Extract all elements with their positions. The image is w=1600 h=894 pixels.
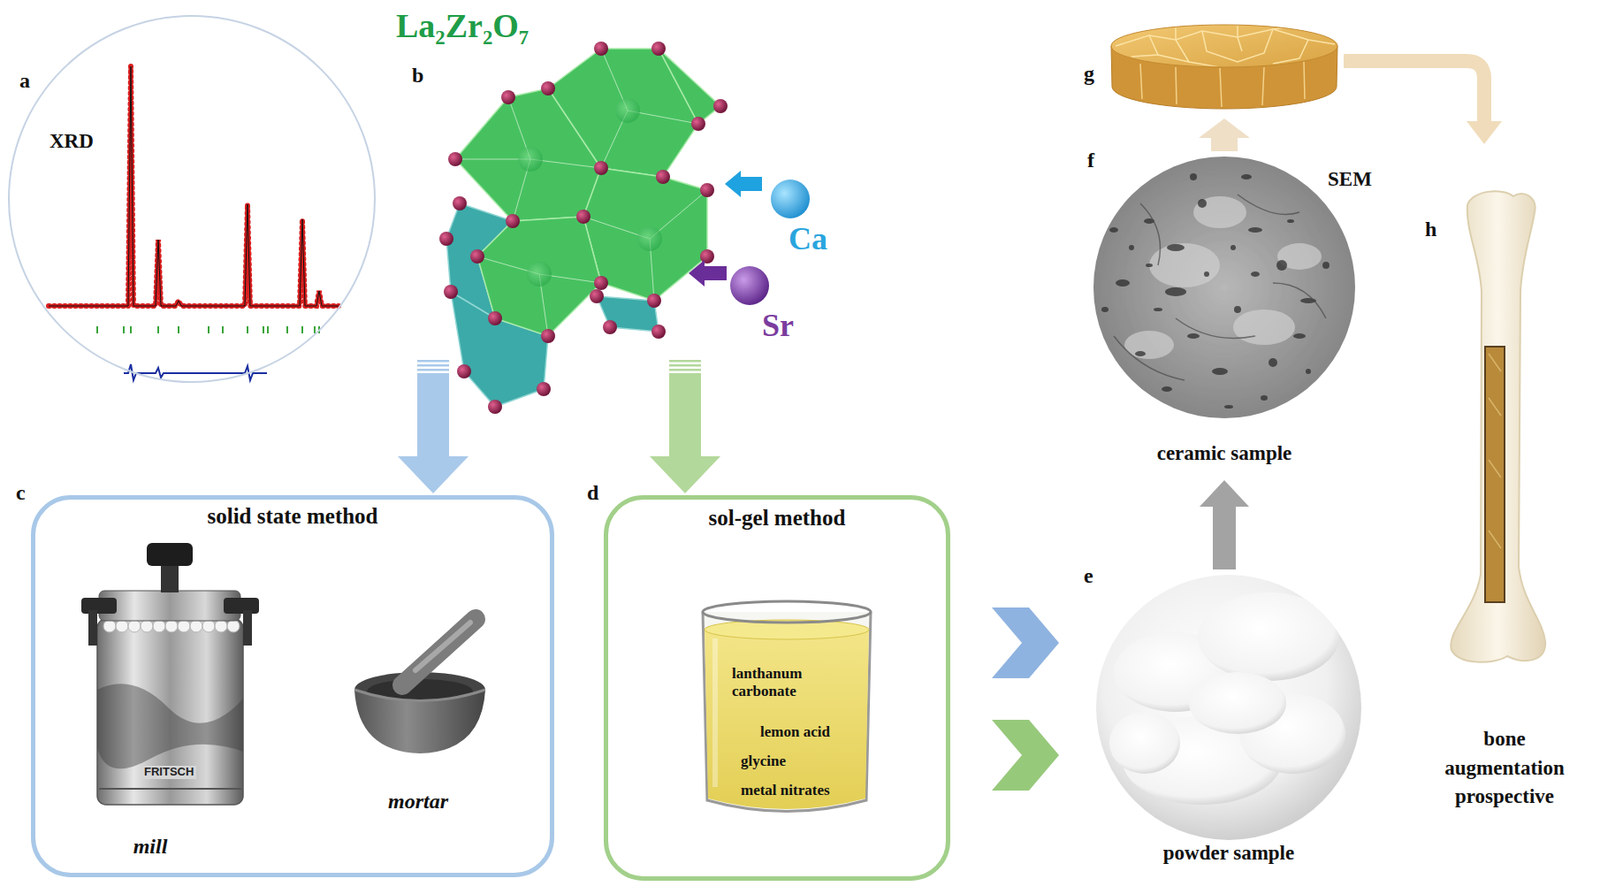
- method-box: csolid state method: [30, 495, 555, 877]
- ion-label: Sr: [761, 307, 794, 344]
- image-tag: SEM: [1327, 167, 1372, 191]
- chevron-arrow: [991, 607, 1060, 679]
- xrd-circle: aXRD: [7, 15, 376, 383]
- crystal-structure: La₂Zr₂O₇ b: [388, 7, 743, 359]
- flow-arrow: [397, 359, 469, 494]
- image-caption: mortar: [356, 789, 480, 815]
- powder-circle: epowder sample: [1096, 574, 1362, 840]
- box-title: sol-gel method: [644, 505, 910, 532]
- ingredient-label: glycine: [740, 752, 786, 770]
- process-arrow: [1199, 480, 1250, 570]
- panel-letter: h: [1424, 217, 1437, 243]
- panel-letter: d: [586, 480, 599, 506]
- xrd-plot: [48, 66, 339, 381]
- ingredient-label: lemon acid: [760, 723, 831, 741]
- flow-arrow: [649, 359, 721, 494]
- disc-sample: g: [1110, 22, 1339, 114]
- plot-label: XRD: [49, 129, 94, 153]
- curved-arrow: [1343, 60, 1502, 145]
- ingredient-label: lanthanum carbonate: [731, 664, 839, 701]
- sem-illustration: [1093, 156, 1356, 419]
- sem-panel: fSEMceramic sample: [1093, 156, 1356, 475]
- ion-label: Ca: [788, 220, 828, 258]
- panel-letter: f: [1087, 148, 1095, 174]
- beaker: lanthanum carbonate lemon acid glycine meta…: [698, 597, 876, 823]
- ingredient-label: metal nitrates: [740, 781, 831, 800]
- panel-letter: e: [1083, 563, 1094, 589]
- brand-mark: FRITSCH: [141, 765, 197, 779]
- sample-caption: powder sample: [1113, 841, 1344, 865]
- mill-illustration: [81, 542, 260, 805]
- panel-letter: c: [15, 480, 26, 506]
- prospect-caption: bone augmentation prospective: [1423, 724, 1586, 812]
- crystal-structure-illustration: [439, 41, 728, 414]
- bone-panel: h bone augmentation prospective: [1414, 145, 1592, 827]
- bone-illustration: [1450, 190, 1546, 663]
- ceramic-disc-illustration: [1111, 24, 1338, 109]
- formula-title: La₂Zr₂O₇: [396, 7, 529, 46]
- beaker-illustration: [702, 601, 871, 812]
- mortar-illustration: [354, 618, 486, 754]
- panel-letter: a: [19, 68, 31, 94]
- sample-caption: ceramic sample: [1109, 441, 1340, 465]
- chevron-arrow: [991, 719, 1060, 791]
- box-title: solid state method: [160, 503, 426, 530]
- panel-letter: b: [411, 63, 424, 89]
- process-arrow: [1198, 118, 1250, 152]
- image-caption: mill: [97, 834, 204, 860]
- powder-illustration: [1096, 574, 1362, 840]
- panel-letter: g: [1083, 61, 1095, 87]
- method-box: dsol-gel methodlanthanum carbonatelemon …: [603, 495, 951, 881]
